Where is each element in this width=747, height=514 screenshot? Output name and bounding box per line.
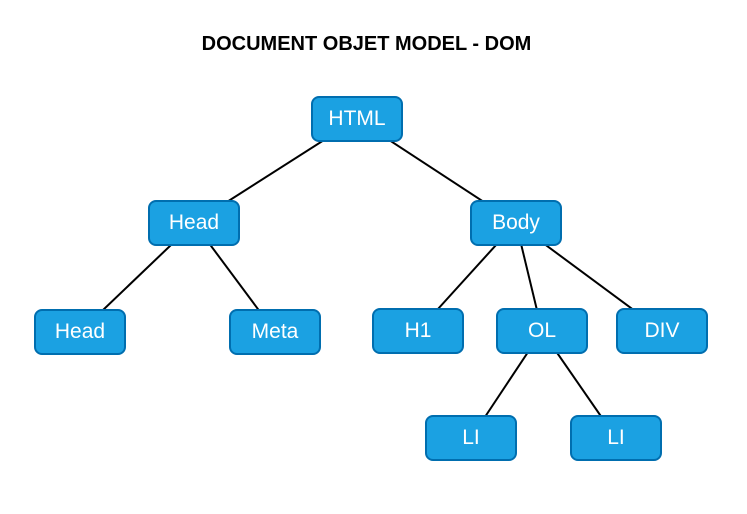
node-li-second: LI: [570, 415, 662, 461]
node-ol: OL: [496, 308, 588, 354]
node-body: Body: [470, 200, 562, 246]
node-h1: H1: [372, 308, 464, 354]
diagram-title: DOCUMENT OBJET MODEL - DOM: [201, 33, 532, 55]
node-meta: Meta: [229, 309, 321, 355]
node-div: DIV: [616, 308, 708, 354]
node-head-leaf: Head: [34, 309, 126, 355]
node-html: HTML: [311, 96, 403, 142]
node-head: Head: [148, 200, 240, 246]
node-li-first: LI: [425, 415, 517, 461]
